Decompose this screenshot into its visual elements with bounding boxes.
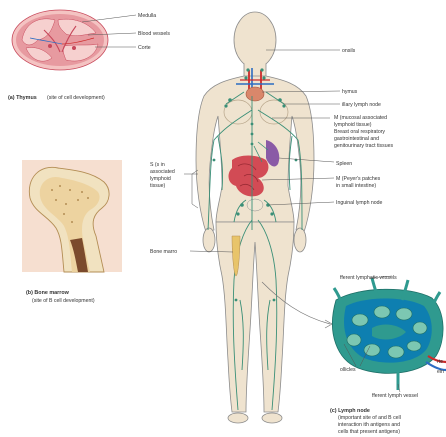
follicles-label: ollicles — [340, 367, 356, 373]
thymus-illustration — [12, 10, 108, 70]
artery-label: rte — [437, 359, 443, 365]
malt-label-line-2: lymphoid tissue) — [334, 122, 372, 128]
lymph-node-caption-line-3: cells that present antigens) — [338, 429, 400, 435]
lymph-node-caption-line-1: (important site of and B cell — [338, 415, 401, 421]
bladder-organ — [247, 199, 263, 211]
afferent-vessels-label: fferent lymphatic vessels — [340, 275, 397, 281]
lymph-node-caption-title: (c) Lymph node — [330, 408, 370, 414]
malt-label-line-5: genitourinary tract tissues — [334, 143, 394, 149]
thymus-caption-text: (site of cell development) — [47, 95, 105, 101]
tonsils-label: onsils — [342, 48, 356, 54]
spleen-label: Spleen — [336, 161, 352, 167]
thymus-medulla-label: Medulla — [138, 13, 156, 19]
axillary-lymph-node-label: illary lymph node — [342, 102, 381, 108]
thymus-blood-vessels-label: Blood vessels — [138, 31, 170, 37]
peyers-patches-label-line-2: in small intestine) — [336, 183, 376, 189]
malt-label-line-4: gastrointestinal and — [334, 136, 379, 142]
efferent-vessel-label: fferent lymph vessel — [372, 393, 418, 399]
malt-label-line-1: M (mucosal associated — [334, 115, 387, 121]
vein-label: ein — [437, 369, 444, 375]
salt-label-line-2: associated — [150, 169, 175, 175]
inguinal-lymph-node-label: Inguinal lymph node — [336, 200, 383, 206]
salt-label-line-3: lymphoid — [150, 176, 171, 182]
malt-label-line-3: Breast oral respiratory — [334, 129, 385, 135]
thymus-cortex-label: Corte — [138, 45, 151, 51]
bone-marrow-caption-title: (b) Bone marrow — [26, 290, 70, 296]
lymph-node-illustration — [332, 278, 446, 390]
peyers-patches-label-line-1: M (Peyer's patches — [336, 176, 381, 182]
salt-label-line-4: tissue) — [150, 183, 166, 189]
bone-marrow-caption-text: (site of B cell development) — [32, 298, 95, 304]
bone-marrow-label: Bone marro — [150, 249, 177, 255]
bone-illustration — [22, 160, 122, 272]
thymus-organ — [246, 87, 264, 101]
lymph-node-caption-line-2: interaction ith antigens and — [338, 422, 400, 428]
thymus-label: hymus — [342, 89, 358, 95]
salt-label-line-1: S (s in — [150, 162, 165, 168]
thymus-caption-title: (a) Thymus — [8, 95, 37, 101]
human-body-figure — [196, 12, 314, 423]
